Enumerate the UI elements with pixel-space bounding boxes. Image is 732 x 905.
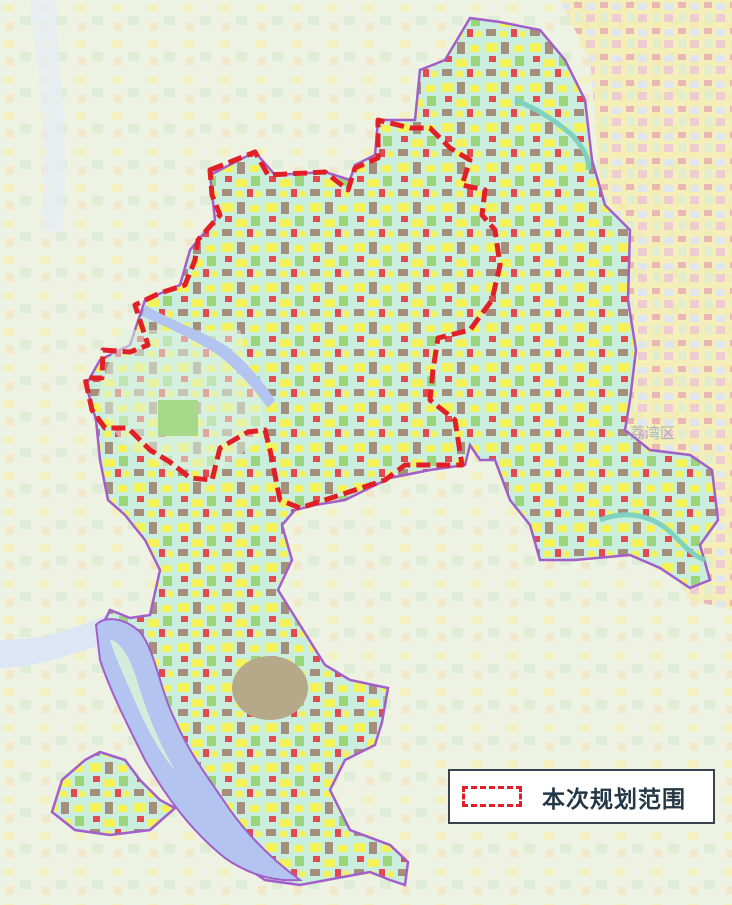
- river-channel-west: [0, 610, 120, 668]
- lake: [232, 656, 308, 720]
- river-island: [94, 618, 303, 882]
- legend-swatch-dashed-red: [462, 786, 522, 807]
- green-park: [158, 400, 198, 436]
- river-channel-north: [30, 0, 66, 232]
- island-greenbelt: [110, 640, 175, 770]
- legend-label: 本次规划范围: [542, 786, 686, 813]
- district-area-southwest: [50, 750, 178, 837]
- river-southeast: [599, 512, 706, 563]
- district-label-liwan: 荔湾区: [630, 424, 675, 442]
- planning-scope-boundary: [82, 117, 503, 511]
- river-north: [514, 97, 591, 171]
- river-main: [142, 305, 275, 408]
- map-legend: 本次规划范围: [448, 769, 715, 824]
